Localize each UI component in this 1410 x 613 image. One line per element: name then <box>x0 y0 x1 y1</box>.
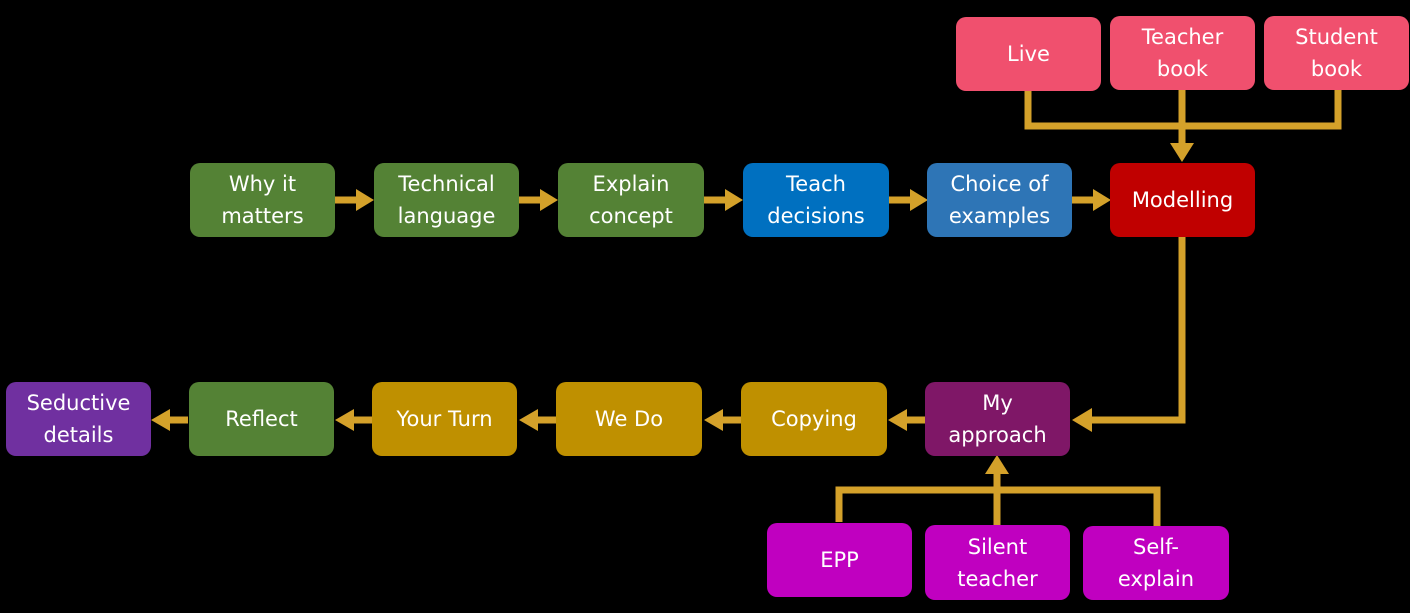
node-teach-decisions: Teach decisions <box>743 163 889 237</box>
node-teacher-book: Teacher book <box>1110 16 1255 90</box>
node-self-explain: Self-explain <box>1083 526 1229 600</box>
node-label: explain <box>1117 567 1195 591</box>
node-student-book: Student book <box>1264 16 1409 90</box>
node-label: We Do <box>594 407 664 431</box>
node-epp: EPP <box>767 523 912 597</box>
node-live: Live <box>956 17 1101 91</box>
node-label: teacher <box>957 566 1038 591</box>
node-explain-concept: Explain concept <box>558 163 704 237</box>
arrowhead-left-icon <box>335 409 354 431</box>
arrowhead-left-icon <box>519 409 538 431</box>
node-label: Live <box>1007 42 1050 66</box>
node-copying: Copying <box>741 382 887 456</box>
node-we-do: We Do <box>556 382 702 456</box>
arrowhead-right-icon <box>356 189 374 211</box>
node-label: Modelling <box>1131 188 1234 212</box>
arrowhead-left-icon <box>704 409 723 431</box>
node-label: Technical <box>398 172 495 196</box>
node-technical-language: Technical language <box>374 163 519 237</box>
node-label: matters <box>221 204 304 228</box>
node-my-approach: My approach <box>925 382 1070 456</box>
node-label: decisions <box>767 204 865 228</box>
arrowhead-up-icon <box>985 455 1009 474</box>
arrowhead-left-icon <box>1072 408 1092 432</box>
node-choice-of-examples: Choice of examples <box>927 163 1072 237</box>
arrowhead-right-icon <box>540 189 558 211</box>
node-label: examples <box>948 204 1051 228</box>
node-label: Seductive <box>26 391 131 415</box>
node-your-turn: Your Turn <box>372 382 517 456</box>
node-label: Teacher <box>1141 25 1224 49</box>
arrowhead-right-icon <box>1093 189 1111 211</box>
node-why-it-matters: Why it matters <box>190 163 335 237</box>
node-seductive-details: Seductive details <box>6 382 151 456</box>
arrowhead-left-icon <box>888 409 907 431</box>
node-label: Reflect <box>225 407 298 431</box>
node-silent-teacher: Silent teacher <box>925 525 1070 600</box>
node-label: Why it <box>228 172 297 196</box>
arrowhead-left-icon <box>151 409 170 431</box>
node-label: Choice of <box>950 172 1049 196</box>
node-label: language <box>397 204 496 228</box>
node-label: approach <box>948 423 1047 447</box>
node-label: Silent <box>967 534 1028 559</box>
node-label: book <box>1310 57 1363 81</box>
node-label: Explain <box>592 172 670 196</box>
node-label: Self- <box>1133 535 1179 559</box>
arrowhead-right-icon <box>910 189 928 211</box>
node-label: book <box>1156 57 1209 81</box>
node-label: concept <box>589 204 673 228</box>
connector-modelling-to-my-approach <box>1090 236 1186 424</box>
node-label: My <box>982 391 1013 415</box>
node-label: Student <box>1295 25 1378 49</box>
node-label: EPP <box>820 548 859 572</box>
node-reflect: Reflect <box>189 382 334 456</box>
node-label: Teach <box>786 172 846 196</box>
arrowhead-right-icon <box>725 189 743 211</box>
arrowhead-down-icon <box>1170 143 1194 162</box>
node-modelling: Modelling <box>1110 163 1255 237</box>
node-label: details <box>43 423 114 447</box>
node-label: Your Turn <box>396 407 493 431</box>
node-label: Copying <box>771 407 857 431</box>
